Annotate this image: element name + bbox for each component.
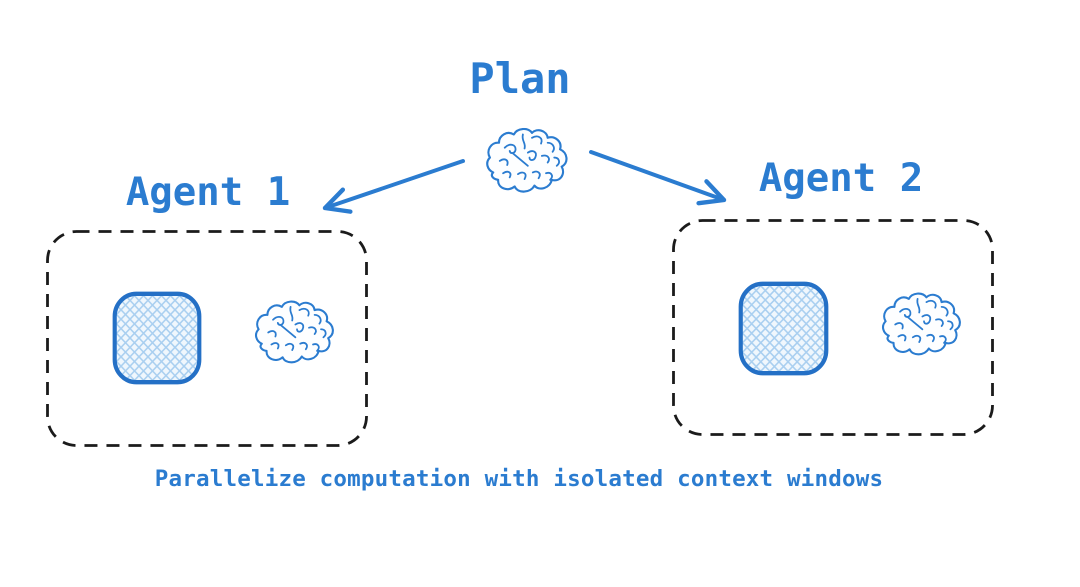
plan-title: Plan: [469, 54, 571, 103]
agent-1-brain-icon: [249, 300, 345, 373]
agent-2-context-window-icon: [738, 281, 829, 376]
agent-1-context-window-icon: [112, 291, 202, 385]
agent-1-label: Agent 1: [125, 170, 291, 215]
agent-2-box: [672, 219, 994, 436]
arrow-to-agent-2: [589, 150, 727, 206]
agent-2-label: Agent 2: [758, 156, 924, 201]
arrow-to-agent-1: [322, 159, 465, 214]
agent-1-box: [46, 230, 368, 447]
agent-2-brain-icon: [876, 292, 972, 365]
diagram-caption: Parallelize computation with isolated co…: [154, 466, 884, 492]
plan-brain-icon: [480, 127, 579, 203]
